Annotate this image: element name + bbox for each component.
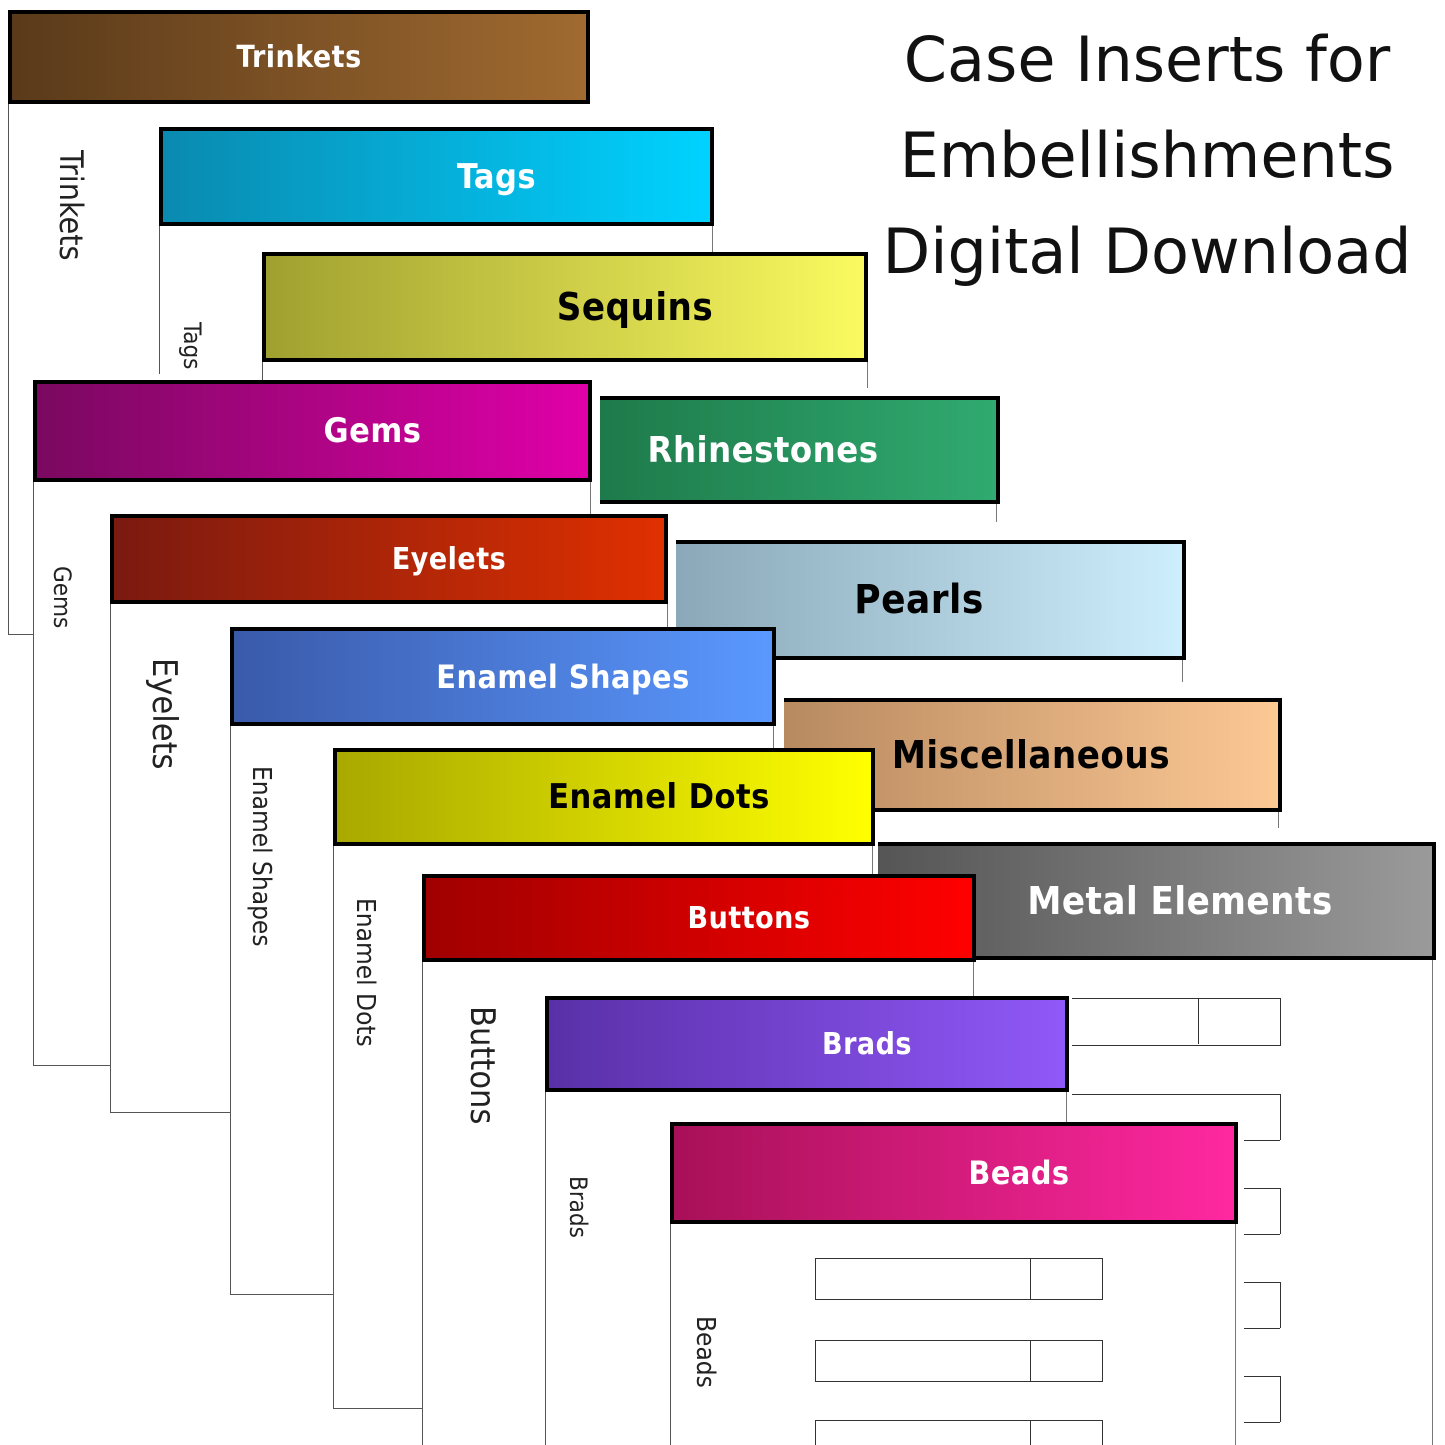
entry-field — [815, 1258, 1103, 1300]
insert-spine-label-trinkets: Trinkets — [52, 150, 90, 261]
insert-header-label: Trinkets — [236, 39, 362, 75]
insert-header-label: Sequins — [556, 285, 714, 329]
insert-header-beads: Beads — [670, 1122, 1238, 1224]
entry-line — [1244, 1376, 1280, 1377]
insert-spine-label-enamel-shapes: Enamel Shapes — [246, 766, 276, 947]
entry-divider — [1030, 1340, 1031, 1382]
insert-header-trinkets: Trinkets — [8, 10, 590, 104]
entry-field — [1072, 998, 1281, 1046]
entry-field — [815, 1340, 1103, 1382]
insert-spine-label-gems: Gems — [48, 566, 76, 629]
insert-card-miscellaneous — [784, 808, 1279, 828]
insert-header-label: Enamel Shapes — [436, 657, 690, 696]
entry-line — [1072, 1094, 1280, 1095]
entry-line — [1244, 1422, 1280, 1423]
title-line-2: Embellishments — [899, 119, 1395, 192]
title-line-1: Case Inserts for — [903, 23, 1391, 96]
title-line-3: Digital Download — [882, 215, 1412, 288]
entry-divider — [1280, 1188, 1281, 1234]
insert-header-label: Rhinestones — [647, 429, 879, 471]
insert-header-label: Buttons — [687, 900, 811, 936]
insert-spine-label-brads: Brads — [564, 1176, 592, 1238]
insert-spine-label-buttons: Buttons — [462, 1006, 502, 1125]
insert-header-label: Tags — [456, 156, 537, 197]
insert-header-brads: Brads — [545, 996, 1069, 1092]
insert-header-buttons: Buttons — [422, 874, 976, 962]
entry-divider — [1280, 1376, 1281, 1422]
insert-card-beads — [670, 1220, 1236, 1445]
insert-spine-label-tags: Tags — [178, 322, 206, 370]
insert-header-eyelets: Eyelets — [110, 514, 668, 604]
insert-header-enamel-shapes: Enamel Shapes — [230, 627, 776, 726]
insert-header-label: Pearls — [854, 577, 984, 623]
insert-header-label: Enamel Dots — [548, 777, 770, 817]
insert-header-label: Gems — [323, 411, 422, 451]
entry-divider — [1030, 1420, 1031, 1445]
insert-header-label: Metal Elements — [1027, 879, 1333, 923]
page-title: Case Inserts for Embellishments Digital … — [862, 12, 1432, 300]
insert-header-sequins: Sequins — [262, 252, 868, 362]
insert-header-gems: Gems — [33, 380, 592, 482]
insert-spine-label-enamel-dots: Enamel Dots — [350, 898, 380, 1047]
entry-line — [1244, 1282, 1280, 1283]
entry-divider — [1030, 1258, 1031, 1300]
entry-divider — [1198, 998, 1199, 1044]
entry-line — [1244, 1328, 1280, 1329]
entry-divider — [1280, 1094, 1281, 1140]
insert-header-tags: Tags — [159, 127, 714, 226]
insert-header-label: Miscellaneous — [891, 733, 1171, 777]
entry-line — [1244, 1188, 1280, 1189]
entry-line — [1244, 1234, 1280, 1235]
entry-line — [1244, 1140, 1280, 1141]
entry-field — [815, 1420, 1103, 1445]
entry-divider — [1280, 1282, 1281, 1328]
insert-header-label: Brads — [822, 1026, 912, 1062]
insert-header-label: Beads — [968, 1154, 1070, 1192]
insert-spine-label-beads: Beads — [690, 1316, 720, 1388]
insert-header-label: Eyelets — [391, 541, 507, 577]
insert-header-rhinestones: Rhinestones — [600, 396, 1000, 504]
insert-header-enamel-dots: Enamel Dots — [333, 748, 875, 846]
insert-card-rhinestones — [600, 500, 997, 522]
insert-spine-label-eyelets: Eyelets — [144, 658, 184, 770]
